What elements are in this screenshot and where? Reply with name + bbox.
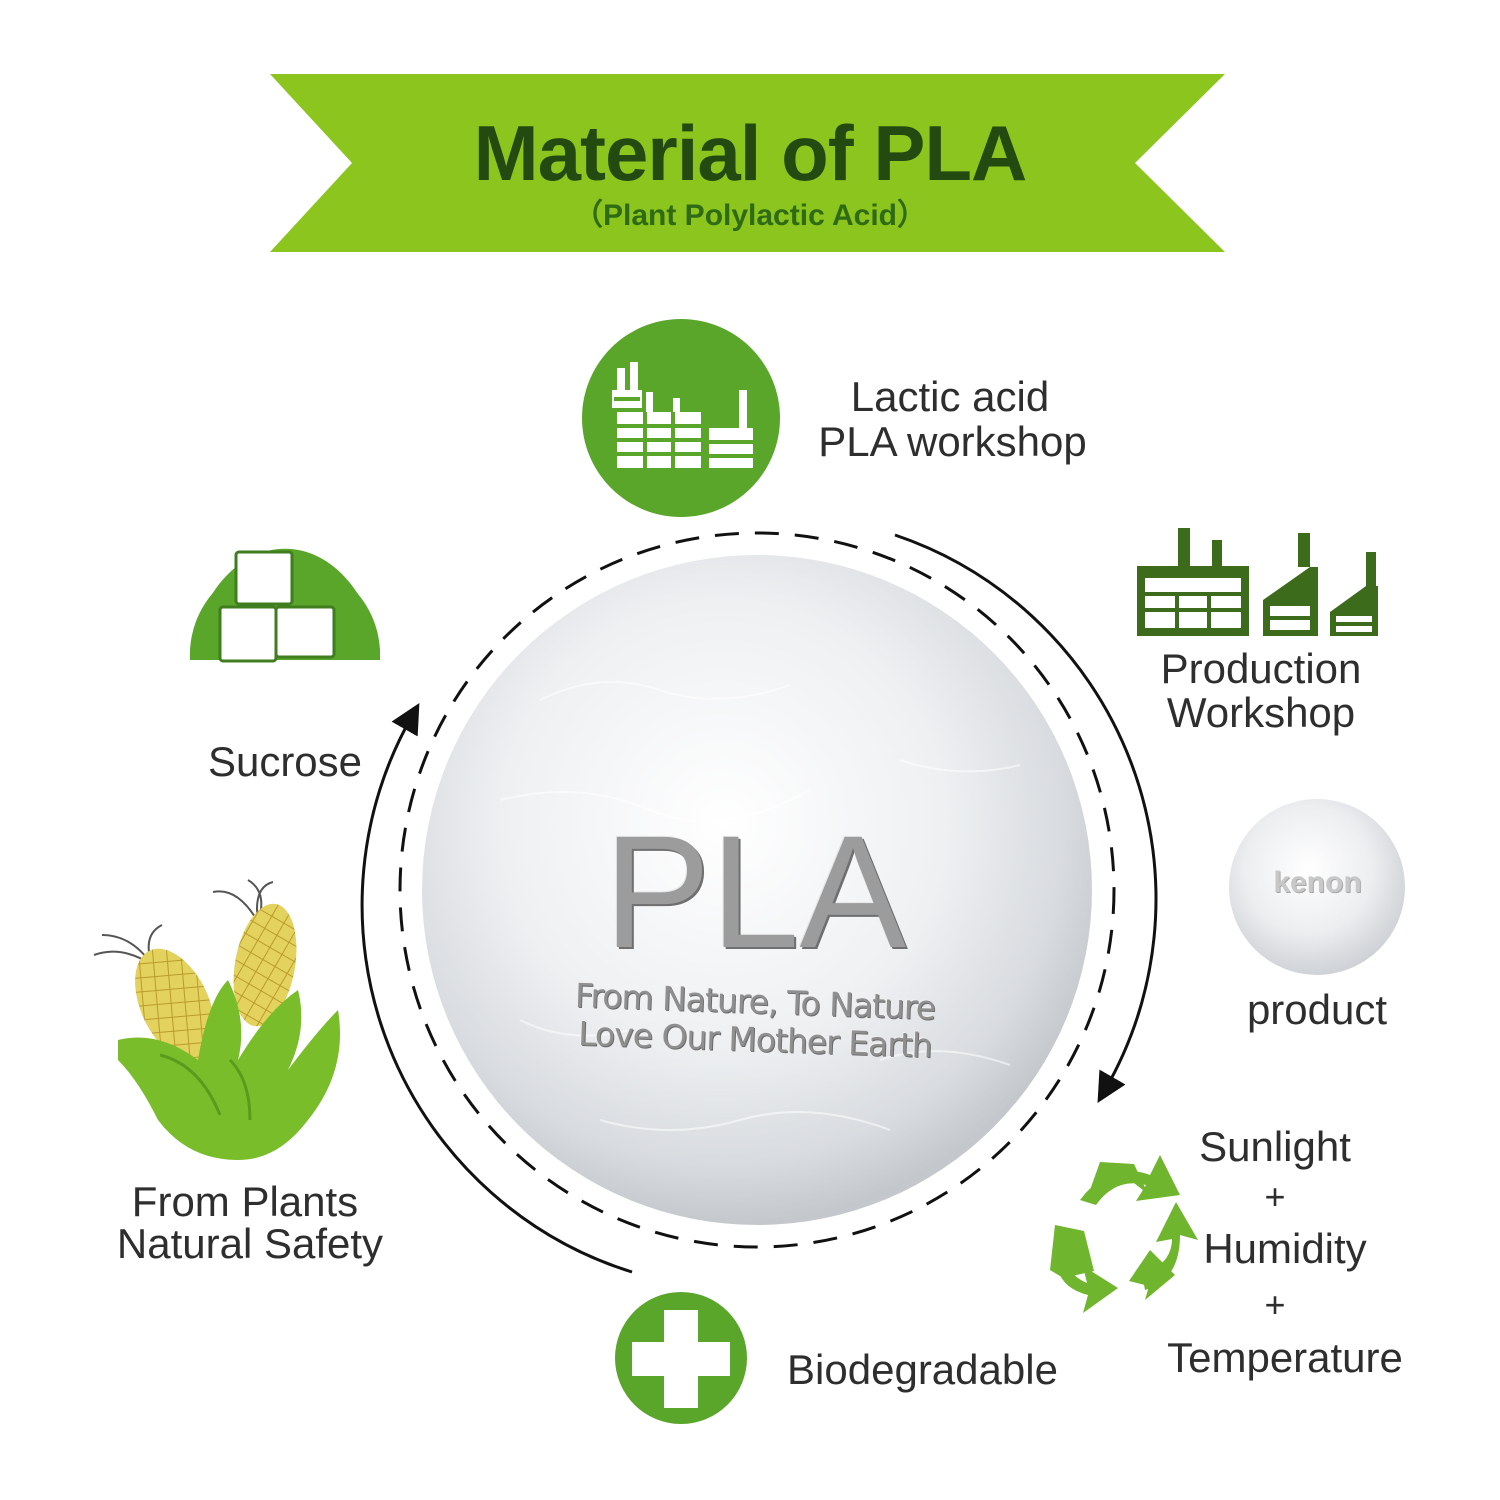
pla-ball-icon — [422, 555, 1092, 1225]
production-label-line2: Workshop — [1166, 689, 1356, 736]
cycle-arrow-right — [894, 533, 1158, 1104]
sucrose-label: Sucrose — [207, 738, 363, 785]
pla-ball-title: PLA — [603, 802, 907, 981]
cycle-arrow-left — [360, 702, 633, 1274]
product-brand: kenon — [1273, 866, 1362, 899]
sugar-cubes-icon — [189, 548, 380, 663]
pla-ball-texture — [499, 681, 1021, 1131]
factory-circle-icon — [582, 319, 780, 517]
production-label-line1: Production — [1160, 645, 1362, 692]
corn-icon — [93, 879, 340, 1160]
condition-plus-1: + — [1264, 1176, 1286, 1217]
lactic-label-line2: PLA workshop — [818, 418, 1087, 465]
product-label: product — [1246, 986, 1388, 1033]
lactic-label-line1: Lactic acid — [850, 373, 1050, 420]
plants-label-line1: From Plants — [131, 1178, 359, 1225]
condition-sunlight: Sunlight — [1199, 1123, 1351, 1170]
page-subtitle: （Plant Polylactic Acid） — [573, 199, 927, 232]
condition-humidity: Humidity — [1203, 1225, 1367, 1272]
product-ball-icon — [1229, 799, 1405, 975]
title-banner — [270, 74, 1225, 252]
condition-plus-2: + — [1264, 1284, 1286, 1325]
factory-group-icon — [1137, 528, 1378, 636]
cycle-dashed-ring — [398, 531, 1116, 1249]
page-title: Material of PLA — [473, 109, 1028, 197]
recycle-icon — [1050, 1155, 1198, 1313]
biodegradable-label: Biodegradable — [787, 1346, 1058, 1393]
condition-temperature: Temperature — [1167, 1334, 1403, 1381]
plants-label-line2: Natural Safety — [116, 1220, 384, 1267]
plus-circle-icon — [615, 1292, 747, 1424]
